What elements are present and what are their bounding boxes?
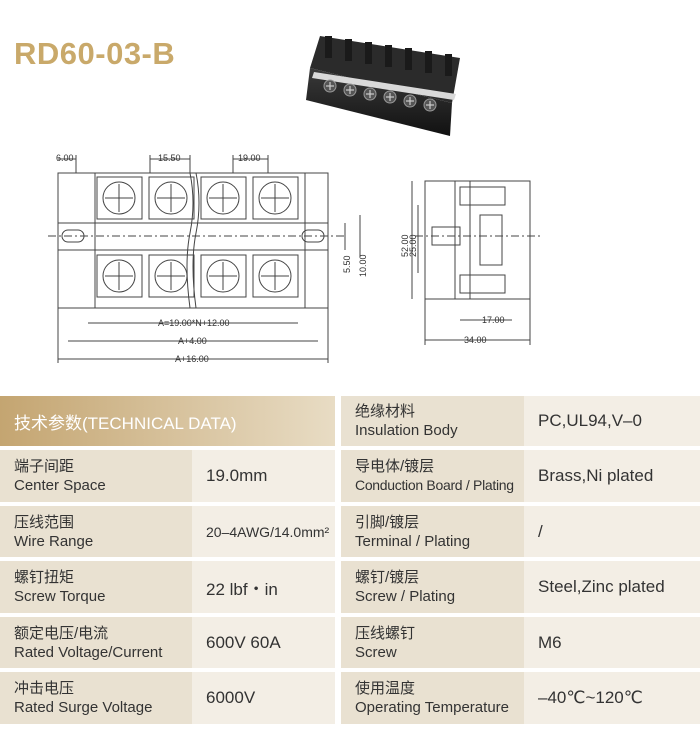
dim-right-2: 10.00 (358, 254, 368, 277)
center-space-value: 19.0mm (192, 450, 336, 502)
dim-side-2: 25.00 (408, 234, 418, 257)
technical-drawing: 6.00 15.50 19.00 A=19.00*N+12.00 A+4.00 … (48, 153, 540, 364)
rated-voltage-value: 600V 60A (192, 616, 336, 669)
operating-temperature-value: –40℃~120℃ (524, 672, 700, 724)
insulation-body-value: PC,UL94,V–0 (524, 396, 700, 447)
technical-data-heading: 技术参数(TECHNICAL DATA) (0, 396, 336, 447)
insulation-body-label: 绝缘材料 Insulation Body (341, 396, 525, 447)
product-title: RD60-03-B (14, 36, 176, 71)
dim-side-4: 34.00 (464, 335, 487, 345)
wire-range-value: 20–4AWG/14.0mm² (192, 505, 336, 558)
dim-top-2: 15.50 (158, 153, 181, 163)
dim-bottom-2: A+4.00 (178, 336, 207, 346)
dim-side-1: 52.00 (400, 234, 410, 257)
dim-top-3: 19.00 (238, 153, 261, 163)
dim-bottom-1: A=19.00*N+12.00 (158, 318, 230, 328)
dim-top-1: 6.00 (56, 153, 74, 163)
dim-right-1: 5.50 (342, 255, 352, 273)
screw-plating-value: Steel,Zinc plated (524, 561, 700, 613)
screw-value: M6 (524, 616, 700, 669)
surge-voltage-value: 6000V (192, 672, 336, 724)
conduction-board-value: Brass,Ni plated (524, 450, 700, 502)
table-header-row: 技术参数(TECHNICAL DATA) 绝缘材料 Insulation Bod… (0, 396, 700, 447)
dim-side-3: 17.00 (482, 315, 505, 325)
dim-bottom-3: A+16.00 (175, 354, 209, 364)
terminal-plating-value: / (524, 505, 700, 558)
technical-data-table: 技术参数(TECHNICAL DATA) 绝缘材料 Insulation Bod… (0, 392, 700, 728)
screw-torque-value: 22 lbf・in (192, 561, 336, 613)
product-image (306, 36, 460, 136)
